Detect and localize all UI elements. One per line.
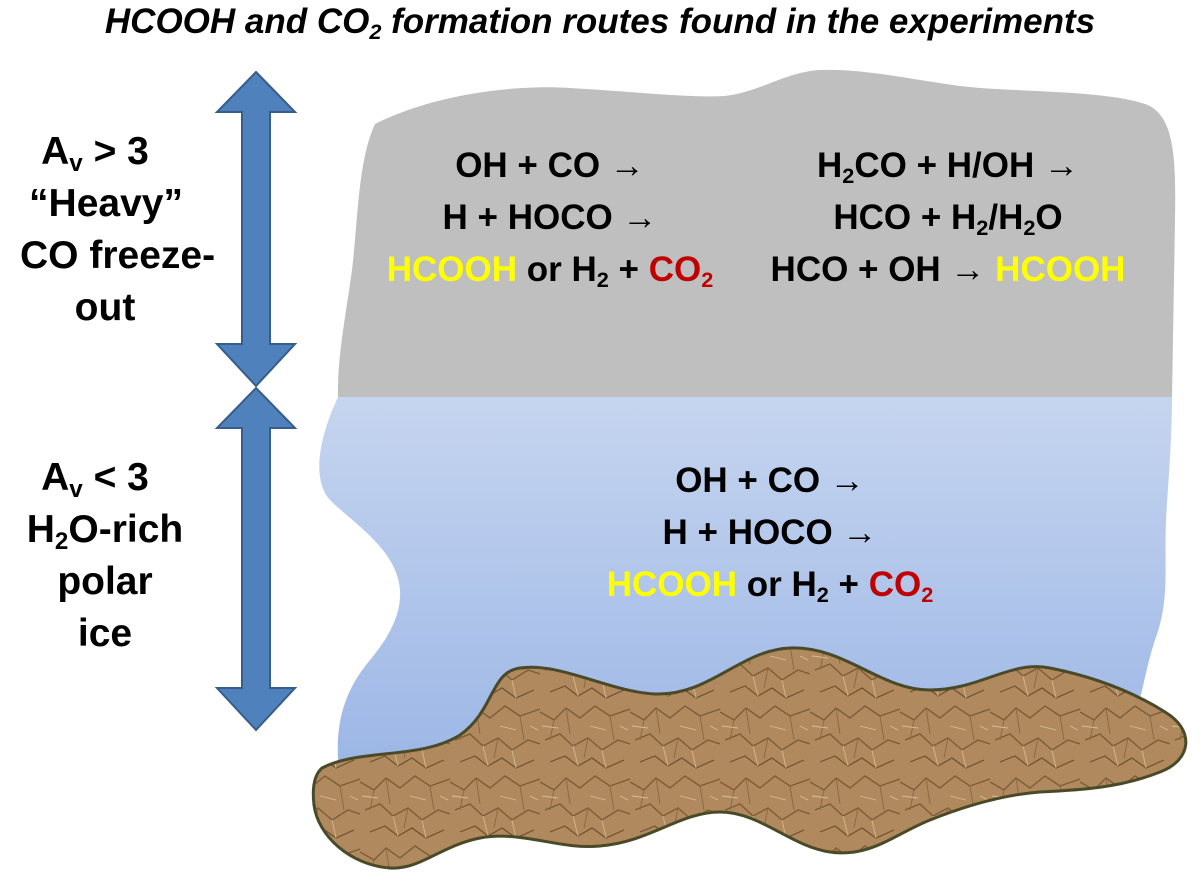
co2-product: CO2 xyxy=(868,565,934,608)
upper-left-reaction: OH + CO → H + HOCO → HCOOH or H2 + CO2 xyxy=(355,140,745,296)
hcooh-product: HCOOH xyxy=(995,250,1126,289)
hcooh-product: HCOOH xyxy=(386,250,518,289)
reaction-line: H + HOCO → xyxy=(662,513,878,552)
heavy-co-layer xyxy=(337,69,1176,399)
heavy-label: “Heavy” xyxy=(29,182,183,225)
reaction-line: H + HOCO → xyxy=(442,198,658,237)
ice-label: ice xyxy=(77,612,133,655)
hcooh-product: HCOOH xyxy=(606,565,738,604)
reaction-line: H2CO + H/OH → xyxy=(817,146,1079,189)
lower-region-label: Av < 3 H2O-rich polar ice xyxy=(0,452,190,660)
co2-product: CO2 xyxy=(648,250,714,293)
polar-label: polar xyxy=(57,560,153,603)
dust-grain xyxy=(311,646,1188,870)
diagram-title: HCOOH and CO2 formation routes found in … xyxy=(104,2,1096,45)
reaction-line: HCOOH or H2 + CO2 xyxy=(606,565,934,608)
reaction-line: HCO + H2/H2O xyxy=(833,198,1063,241)
upper-right-reaction: H2CO + H/OH → HCO + H2/H2O HCO + OH → HC… xyxy=(748,140,1148,296)
h2o-rich-label: H2O-rich xyxy=(26,508,184,555)
co-freeze-label: CO freeze- xyxy=(20,234,216,277)
reaction-line: HCOOH or H2 + CO2 xyxy=(386,250,714,293)
out-label: out xyxy=(74,286,136,329)
upper-region-label: Av > 3 “Heavy” CO freeze- out xyxy=(0,126,216,334)
upper-double-arrow xyxy=(214,70,298,388)
av-less-label: Av < 3 xyxy=(41,456,149,503)
lower-reaction: OH + CO → H + HOCO → HCOOH or H2 + CO2 xyxy=(560,455,980,611)
lower-double-arrow xyxy=(214,386,298,732)
reaction-line: OH + CO → xyxy=(455,146,645,185)
reaction-line: OH + CO → xyxy=(675,461,865,500)
reaction-line: HCO + OH → HCOOH xyxy=(770,250,1126,289)
av-greater-label: Av > 3 xyxy=(41,130,149,177)
